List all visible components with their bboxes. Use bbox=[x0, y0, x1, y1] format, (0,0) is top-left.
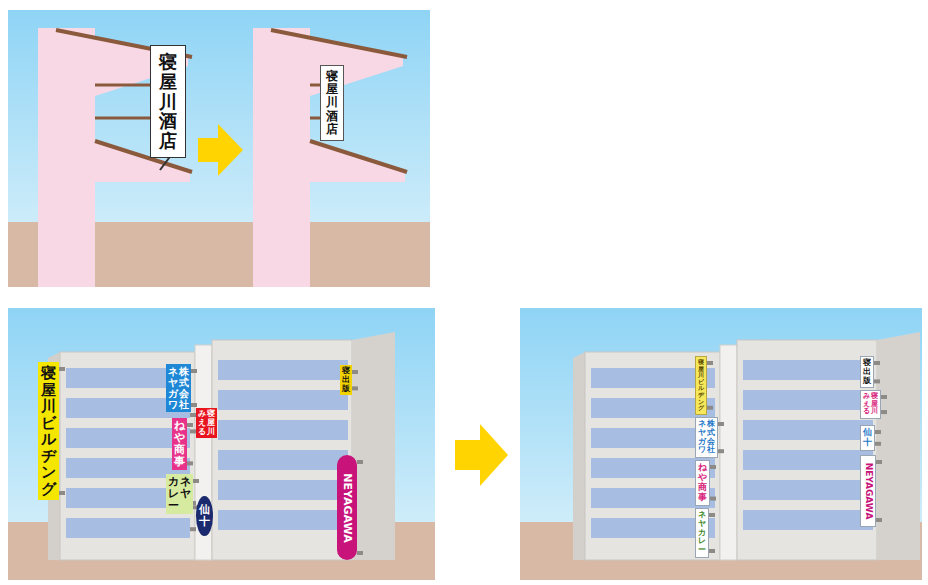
sign-board: 寝出版 bbox=[340, 365, 352, 395]
sign-text: 寝屋川 bbox=[871, 393, 878, 416]
sign-text: ネヤガワ bbox=[698, 420, 706, 455]
sign-post bbox=[881, 410, 887, 414]
building bbox=[573, 332, 920, 560]
sign-text: ネヤガワ bbox=[168, 366, 178, 410]
sign-post bbox=[718, 422, 724, 426]
sign-text: 寝出版 bbox=[863, 359, 871, 385]
sign-post bbox=[193, 479, 199, 483]
sign-bracket bbox=[95, 117, 152, 120]
sign-text: ネヤ bbox=[180, 476, 191, 512]
sign-post bbox=[357, 460, 363, 464]
sign-board: ねや商事 bbox=[695, 460, 710, 506]
sign-post bbox=[710, 465, 716, 469]
sign-board: 寝屋川みえる bbox=[196, 408, 217, 438]
arrow bbox=[198, 124, 243, 176]
sign-post bbox=[707, 406, 713, 410]
sign-text: NEYAGAWA bbox=[341, 473, 353, 542]
sign-board: 仙十 bbox=[860, 425, 875, 451]
sign-board: NEYAGAWA bbox=[337, 455, 357, 560]
sign-board: 寝屋川ビルヂング bbox=[695, 356, 707, 415]
sign-board: ネヤカレー bbox=[166, 474, 193, 514]
sign-text: 株式会社 bbox=[707, 420, 715, 455]
sign-text: 寝屋川ビルヂング bbox=[698, 359, 704, 412]
sign-post bbox=[352, 386, 358, 390]
sign-text: 仙十 bbox=[199, 504, 210, 528]
sign-board: 株式会社ネヤガワ bbox=[166, 364, 191, 412]
sign-text: 寝屋川酒店 bbox=[159, 52, 177, 151]
sign-post bbox=[876, 518, 882, 522]
sign-post bbox=[187, 461, 193, 465]
sign-post bbox=[191, 369, 197, 373]
sign-post bbox=[59, 491, 65, 495]
building bbox=[253, 28, 407, 287]
sign-post bbox=[875, 442, 881, 446]
sign-post bbox=[707, 361, 713, 365]
sign-post bbox=[59, 367, 65, 371]
sign-post bbox=[709, 513, 715, 517]
sign-board: 仙十 bbox=[196, 496, 213, 536]
sign-post bbox=[874, 379, 880, 383]
sign-post bbox=[352, 370, 358, 374]
sign-board: NEYAGAWA bbox=[860, 455, 876, 527]
sign-text: 寝屋川 bbox=[207, 410, 215, 436]
sign-post bbox=[718, 449, 724, 453]
building bbox=[48, 332, 395, 560]
sign-text: ねや商事 bbox=[698, 463, 707, 503]
sign-text: 仙十 bbox=[863, 428, 872, 448]
sign-text: NEYAGAWA bbox=[863, 463, 873, 520]
sign-post bbox=[357, 551, 363, 555]
sign-text: みえる bbox=[198, 410, 206, 436]
sign-post bbox=[875, 430, 881, 434]
sign-bracket bbox=[310, 84, 320, 87]
sign-board: 寝出版 bbox=[860, 356, 874, 388]
sign-post bbox=[191, 403, 197, 407]
sky bbox=[520, 308, 922, 580]
sign-text: 株式会社 bbox=[179, 366, 189, 410]
sign-post bbox=[187, 423, 193, 427]
sign-text: カレー bbox=[168, 476, 179, 512]
sign-post bbox=[881, 395, 887, 399]
sky bbox=[8, 10, 430, 287]
sign-board: 寝屋川ビルヂング bbox=[38, 362, 59, 500]
sign-board: 株式会社ネヤガワ bbox=[695, 417, 718, 458]
sign-text: みえる bbox=[863, 393, 870, 416]
sign-text: ねや商事 bbox=[174, 420, 185, 468]
sign-board: 寝屋川酒店 bbox=[150, 45, 186, 158]
sign-post bbox=[876, 460, 882, 464]
sign-text: 寝屋川ビルヂング bbox=[41, 365, 56, 497]
sign-post bbox=[709, 549, 715, 553]
sign-bracket bbox=[310, 117, 320, 120]
sign-board: ねや商事 bbox=[172, 418, 187, 470]
sky bbox=[8, 308, 435, 580]
sign-text: 寝屋川酒店 bbox=[326, 70, 338, 136]
arrow bbox=[455, 424, 508, 486]
sign-bracket bbox=[95, 84, 152, 87]
sign-text: 寝出版 bbox=[342, 367, 350, 393]
sign-post bbox=[190, 527, 196, 531]
sign-post bbox=[710, 497, 716, 501]
sign-board: ネヤカレー bbox=[695, 508, 709, 558]
sign-board: 寝屋川みえる bbox=[860, 390, 881, 419]
building bbox=[38, 28, 192, 287]
sign-board: 寝屋川酒店 bbox=[320, 65, 344, 141]
sign-text: ネヤカレー bbox=[698, 511, 706, 555]
sign-post bbox=[874, 361, 880, 365]
